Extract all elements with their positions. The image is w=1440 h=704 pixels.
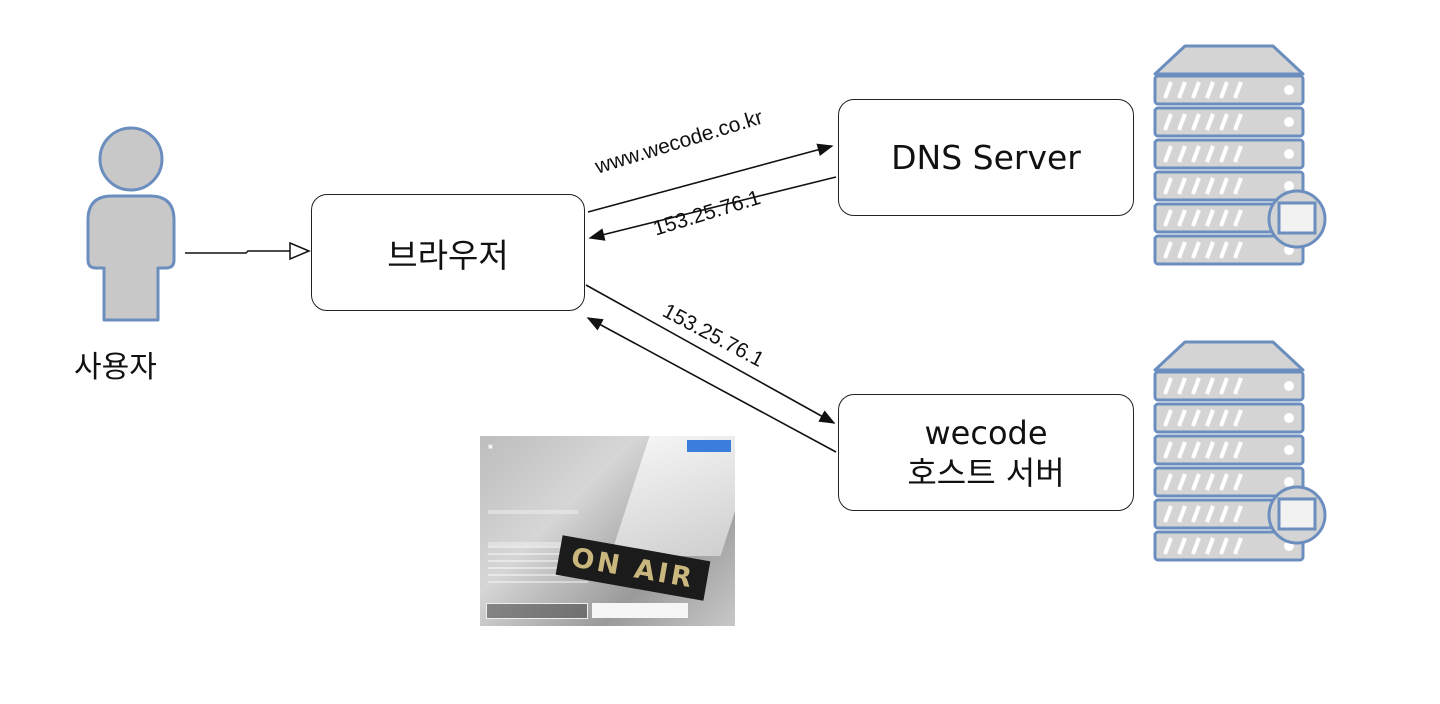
server-slot: [1153, 466, 1305, 498]
host-to-browser-arrow: [586, 317, 837, 453]
host-server-label-line2: 호스트 서버: [907, 453, 1065, 492]
thumbnail-primary-button: [592, 603, 688, 618]
server-slot: [1153, 530, 1305, 562]
person-icon: [86, 126, 176, 322]
thumbnail-secondary-button: [486, 603, 588, 619]
server-slot: [1153, 170, 1305, 202]
server-slot: [1153, 234, 1305, 266]
user-label: 사용자: [74, 350, 157, 385]
thumbnail-headline: [488, 510, 578, 546]
browser-label: 브라우저: [387, 235, 509, 275]
browser-node: 브라우저: [311, 194, 585, 311]
server-slot: [1153, 402, 1305, 434]
server-rack-icon: [1153, 44, 1327, 266]
dns-server-node: DNS Server: [838, 99, 1134, 216]
server-slot: [1153, 434, 1305, 466]
thumbnail-ceiling-light: [610, 436, 735, 556]
user-to-browser-arrow: [185, 241, 311, 261]
server-slot: [1153, 74, 1305, 106]
thumbnail-logo: ■: [488, 442, 493, 451]
website-thumbnail: ■ ON AIR: [480, 436, 735, 626]
server-slot: [1153, 106, 1305, 138]
dns-server-label: DNS Server: [891, 138, 1081, 177]
dns-to-browser-arrow: [588, 176, 837, 241]
host-server-node: wecode 호스트 서버: [838, 394, 1134, 511]
thumbnail-cta-button: [687, 440, 731, 452]
server-rack-icon: [1153, 340, 1327, 562]
host-server-label-line1: wecode: [924, 413, 1048, 452]
server-slot: [1153, 370, 1305, 402]
server-slot: [1153, 138, 1305, 170]
browser-to-dns-arrow: [587, 143, 834, 213]
browser-to-host-arrow: [585, 284, 836, 424]
